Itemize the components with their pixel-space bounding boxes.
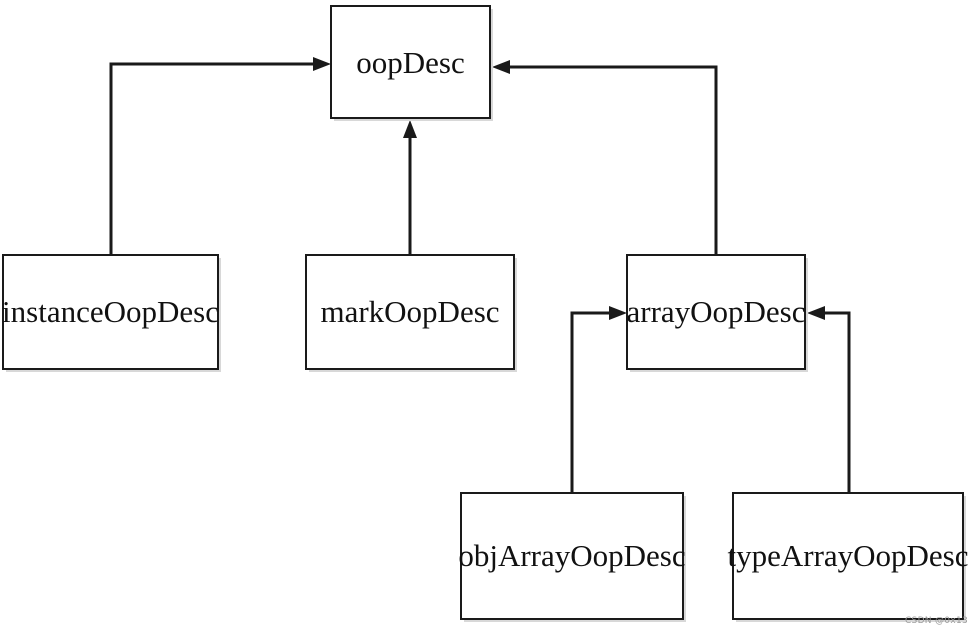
arrowhead-array-to-oop xyxy=(492,60,510,74)
arrowhead-mark-to-oop xyxy=(403,120,417,138)
node-oop-desc-label: oopDesc xyxy=(356,45,464,80)
node-mark-oop-desc: markOopDesc xyxy=(305,254,517,372)
arrowhead-objarray-to-array xyxy=(609,306,627,320)
arrowhead-instance-to-oop xyxy=(313,57,331,71)
node-oop-desc: oopDesc xyxy=(330,5,493,121)
node-array-oop-desc: arrayOopDesc xyxy=(626,254,808,372)
arrowhead-typearray-to-array xyxy=(807,306,825,320)
node-instance-oop-desc-label: instanceOopDesc xyxy=(2,294,219,329)
edge-objarray-to-array xyxy=(570,311,614,493)
node-mark-oop-desc-label: markOopDesc xyxy=(320,294,499,329)
node-array-oop-desc-label: arrayOopDesc xyxy=(626,294,805,329)
node-obj-array-oop-desc-label: objArrayOopDesc xyxy=(458,538,685,573)
node-type-array-oop-desc: typeArrayOopDesc xyxy=(727,492,969,622)
edge-instance-to-oop xyxy=(109,62,318,255)
node-type-array-oop-desc-label: typeArrayOopDesc xyxy=(727,538,968,573)
watermark: CSDN @0x13 xyxy=(904,616,968,626)
edge-array-to-oop xyxy=(505,65,718,255)
node-instance-oop-desc: instanceOopDesc xyxy=(2,254,221,372)
node-obj-array-oop-desc: objArrayOopDesc xyxy=(458,492,686,622)
edge-typearray-to-array xyxy=(820,311,851,493)
